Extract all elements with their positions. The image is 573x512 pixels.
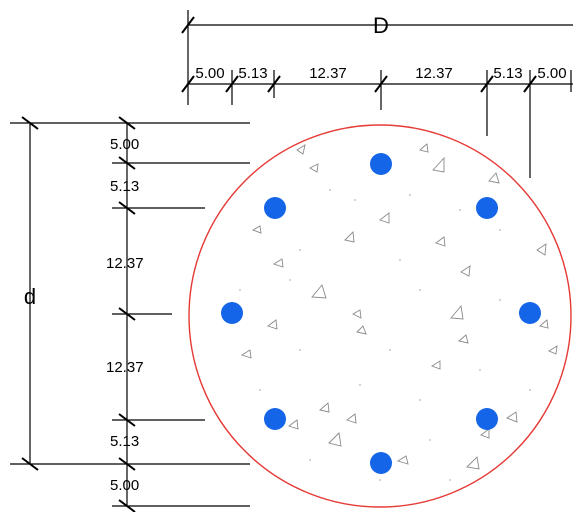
aggregate-dot bbox=[239, 289, 241, 291]
aggregate-triangle bbox=[311, 284, 327, 299]
aggregate-dot bbox=[359, 384, 361, 386]
aggregate-triangle bbox=[288, 419, 299, 430]
aggregate-triangle bbox=[432, 156, 445, 173]
left-tick-2 bbox=[118, 201, 136, 215]
section-outline-circle bbox=[188, 124, 572, 508]
aggregate-dot bbox=[459, 209, 461, 211]
top-dim-label: 5.13 bbox=[238, 65, 267, 82]
top-dim-label: 5.00 bbox=[537, 65, 566, 82]
aggregate-dot bbox=[429, 439, 431, 441]
top-tick-0 bbox=[181, 75, 195, 93]
concrete-aggregate-hatch bbox=[239, 143, 558, 481]
aggregate-triangle bbox=[396, 455, 409, 465]
aggregate-triangle bbox=[328, 432, 342, 447]
aggregate-triangle bbox=[506, 411, 518, 423]
aggregate-triangle bbox=[309, 163, 319, 173]
aggregate-triangle bbox=[379, 212, 390, 224]
aggregate-dot bbox=[299, 349, 301, 351]
top-dim-label: 12.37 bbox=[309, 65, 347, 82]
aggregate-triangle bbox=[419, 143, 429, 153]
top-dim-label: 5.00 bbox=[195, 65, 224, 82]
aggregate-dot bbox=[499, 229, 501, 231]
left-dim-label: 12.37 bbox=[106, 359, 144, 376]
rebar-left bbox=[221, 302, 243, 324]
rebar-bottom-left bbox=[264, 408, 286, 430]
aggregate-triangle bbox=[435, 236, 446, 247]
top-overall-tick-left bbox=[181, 16, 195, 34]
aggregate-dot bbox=[329, 189, 331, 191]
aggregate-triangle bbox=[272, 258, 284, 268]
depth-label: d bbox=[24, 284, 36, 309]
aggregate-dot bbox=[259, 389, 261, 391]
left-tick-3 bbox=[118, 307, 136, 321]
aggregate-triangle bbox=[296, 144, 306, 155]
aggregate-dot bbox=[409, 194, 411, 196]
left-dimension-chain: d 5.00 5.13 12.37 12.37 5.13 5.00 bbox=[10, 116, 250, 512]
aggregate-triangle bbox=[539, 319, 549, 329]
rebar-group bbox=[221, 153, 541, 474]
rebar-right bbox=[519, 302, 541, 324]
top-tick-4 bbox=[480, 75, 494, 93]
aggregate-dot bbox=[499, 299, 501, 301]
top-tick-3 bbox=[374, 75, 388, 93]
left-dim-label: 5.00 bbox=[110, 477, 139, 494]
rebar-bottom bbox=[370, 452, 392, 474]
aggregate-triangle bbox=[466, 456, 480, 470]
top-tick-2 bbox=[267, 75, 281, 93]
diameter-label: D bbox=[373, 13, 389, 38]
top-dim-label: 12.37 bbox=[415, 65, 453, 82]
left-tick-6 bbox=[118, 499, 136, 512]
left-dim-label: 5.00 bbox=[110, 136, 139, 153]
aggregate-triangle bbox=[267, 319, 278, 330]
aggregate-dot bbox=[289, 279, 291, 281]
aggregate-triangle bbox=[458, 334, 469, 344]
aggregate-dot bbox=[299, 249, 301, 251]
left-tick-1 bbox=[118, 156, 136, 170]
aggregate-triangle bbox=[460, 265, 471, 277]
rebar-top bbox=[370, 153, 392, 175]
aggregate-triangle bbox=[488, 172, 500, 184]
top-dim-label: 5.13 bbox=[493, 65, 522, 82]
rebar-top-left bbox=[264, 197, 286, 219]
aggregate-triangle bbox=[356, 325, 367, 335]
rebar-bottom-right bbox=[476, 408, 498, 430]
aggregate-triangle bbox=[450, 304, 464, 320]
rebar-top-right bbox=[476, 197, 498, 219]
left-dim-label: 5.13 bbox=[110, 178, 139, 195]
left-tick-4 bbox=[118, 413, 136, 427]
aggregate-dot bbox=[529, 389, 531, 391]
aggregate-triangle bbox=[344, 231, 355, 243]
left-dim-label: 5.13 bbox=[110, 433, 139, 450]
aggregate-dot bbox=[419, 399, 421, 401]
aggregate-triangle bbox=[430, 360, 441, 370]
aggregate-dot bbox=[419, 289, 421, 291]
aggregate-triangle bbox=[240, 349, 252, 359]
aggregate-dot bbox=[449, 479, 451, 481]
left-tick-0 bbox=[118, 116, 136, 130]
aggregate-triangle bbox=[319, 402, 330, 413]
left-tick-5 bbox=[118, 457, 136, 471]
aggregate-dot bbox=[354, 199, 356, 201]
aggregate-dot bbox=[399, 259, 401, 261]
aggregate-triangle bbox=[480, 428, 490, 439]
top-dimension-chain: D 5.00 5.13 12.37 12.37 5.13 5.00 bbox=[181, 10, 573, 178]
aggregate-triangle bbox=[548, 345, 558, 355]
aggregate-dot bbox=[479, 369, 481, 371]
left-dim-label: 12.37 bbox=[106, 255, 144, 272]
top-tick-5 bbox=[523, 75, 537, 93]
aggregate-triangle bbox=[352, 309, 362, 319]
aggregate-dot bbox=[389, 349, 391, 351]
aggregate-dot bbox=[379, 479, 381, 481]
aggregate-triangle bbox=[346, 413, 357, 424]
top-tick-1 bbox=[225, 75, 239, 93]
aggregate-triangle bbox=[251, 225, 262, 234]
aggregate-triangle bbox=[536, 243, 547, 256]
aggregate-dot bbox=[309, 459, 311, 461]
